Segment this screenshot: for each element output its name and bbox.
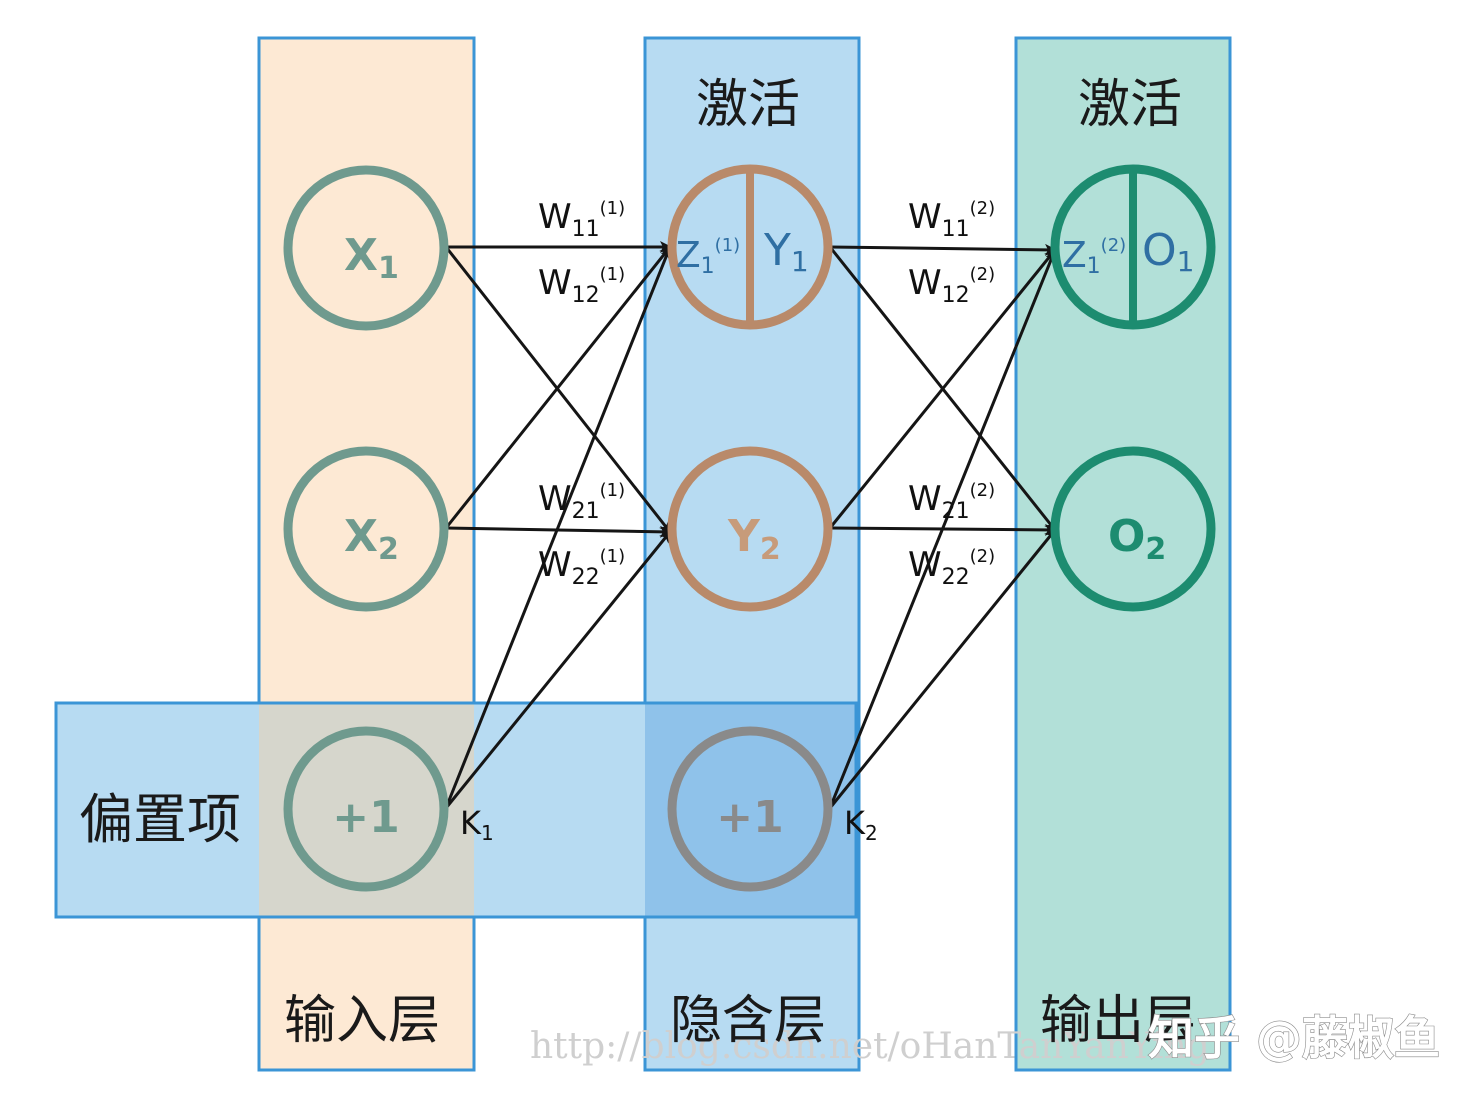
edge-bias2-o1 [828,248,1057,809]
edge-x2-y1 [444,245,672,529]
node-x2-circle [283,446,449,612]
bias-weight-k2: K2 [844,804,878,845]
node-x1-circle [283,165,449,331]
edge-bias1-y2 [444,530,672,809]
weight-w12-1: W12(1) [538,263,625,308]
node-bias-hidden: +1 [667,726,833,892]
node-x1: X1 [283,165,449,331]
node-x2: X2 [283,446,449,612]
weight-w22-1: W22(1) [538,545,625,590]
hidden-activation-title: 激活 [696,75,800,135]
weight-w21-1: W21(1) [538,479,625,524]
edge-bias1-y1 [444,245,672,809]
node-o2-circle [1050,446,1216,612]
brand-watermark: 知乎 @藤椒鱼 [1148,1011,1440,1065]
output-layer-panel [1014,36,1232,1072]
node-bias-input-label: +1 [332,792,399,843]
weight-w22-2: W22(2) [908,545,995,590]
connections [444,241,1057,809]
edge-bias2-o2 [828,528,1057,809]
node-o2-label: O2 [1108,511,1166,567]
output-activation-title: 激活 [1078,75,1182,135]
weight-w21-2: W21(2) [908,479,995,524]
node-o1-out-label: O1 [1142,225,1194,278]
node-o1-z-label: Z1(2) [1062,235,1126,279]
node-y2: Y2 [667,446,833,612]
node-bias-hidden-label: +1 [716,792,783,843]
node-y1: Z1(1) Y1 [667,164,833,330]
weight-w11-2: W11(2) [908,197,995,242]
bias-overlap-input [259,703,474,917]
node-o1: Z1(2) O1 [1050,164,1216,330]
edge-y1-o1 [829,243,1057,256]
node-y2-circle [667,446,833,612]
weight-w12-2: W12(2) [908,263,995,308]
input-layer-label: 输入层 [284,991,440,1051]
node-bias-input: +1 [283,726,449,892]
node-o2: O2 [1050,446,1216,612]
bias-band-border [54,701,858,919]
bias-weight-k1: K1 [460,804,494,845]
node-bias-input-circle [283,726,449,892]
weight-w11-1: W11(1) [538,197,625,242]
node-bias-hidden-circle [667,726,833,892]
watermark-url: http://blog.csdn.net/oHanTanYanYing [530,1026,1210,1067]
bias-overlap-hidden [645,703,856,917]
node-x2-label: X2 [344,511,399,567]
node-y2-label: Y2 [727,511,781,567]
hidden-layer-label: 隐含层 [670,991,826,1051]
node-x1-label: X1 [344,230,399,286]
node-y1-z-label: Z1(1) [676,235,740,279]
node-y1-out-label: Y1 [763,225,809,278]
output-layer-label: 输出层 [1040,991,1196,1051]
edge-y2-o1 [828,248,1057,529]
bias-label: 偏置项 [79,788,241,851]
